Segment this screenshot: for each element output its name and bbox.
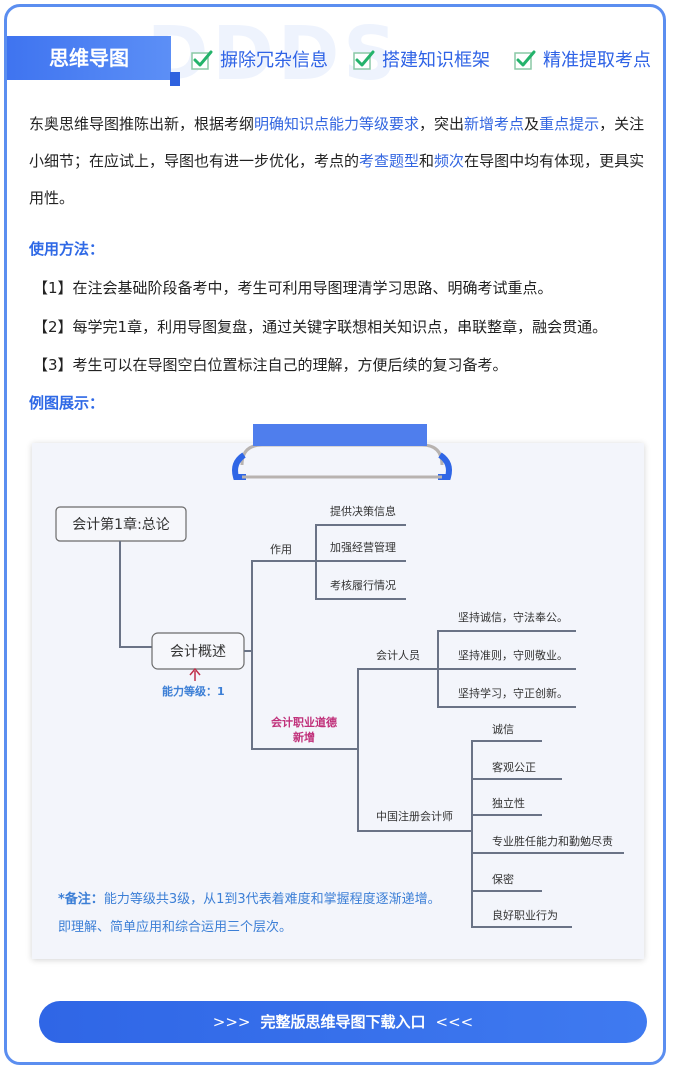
example-mindmap-card: 会计第1章:总论 会计概述 能力等级：1 作用 提供决策信息 加强经营管理 考核… [32, 443, 644, 959]
cta-arrows-left: >>> [212, 1013, 251, 1031]
feature-label: 精准提取考点 [543, 50, 651, 71]
clip-bar [253, 424, 427, 446]
usage-step: 【2】每学完1章，利用导图复盘，通过关键字联想相关知识点，串联整章，融会贯通。 [33, 318, 608, 336]
cta-arrows-right: <<< [435, 1013, 474, 1031]
cpa-item: 良好职业行为 [492, 908, 558, 922]
intro-highlight: 重点提示 [539, 115, 600, 133]
intro-text: 和 [419, 152, 435, 170]
intro-text: ，关注小细节；在应试上，导图也有进一步优化，考点的 [29, 115, 645, 170]
check-icon [514, 50, 536, 70]
feature-item: 摒除冗杂信息 [190, 45, 328, 73]
connector [426, 630, 448, 708]
mindmap-root: 会计第1章:总论 [72, 516, 170, 533]
connector [119, 541, 152, 648]
feature-label: 搭建知识框架 [382, 50, 490, 71]
note-label: *备注： [58, 892, 104, 907]
download-button[interactable]: >>> 完整版思维导图下载入口 <<< [39, 1001, 647, 1043]
feature-item: 搭建知识框架 [352, 45, 490, 73]
usage-step: 【1】在注会基础阶段备考中，考生可利用导图理清学习思路、明确考试重点。 [33, 279, 553, 297]
check-icon [353, 50, 375, 70]
feature-label: 摒除冗杂信息 [220, 50, 328, 71]
cpa-item: 保密 [492, 872, 514, 886]
role-item: 提供决策信息 [330, 504, 396, 518]
cpa: 中国注册会计师 [376, 809, 453, 823]
cpa-item: 诚信 [492, 723, 514, 736]
usage-step: 【3】考生可以在导图空白位置标注自己的理解，方便后续的复习备考。 [33, 356, 508, 374]
ability-level: 能力等级：1 [162, 684, 225, 698]
usage-title: 使用方法： [29, 240, 105, 258]
role-item: 加强经营管理 [330, 540, 396, 554]
mindmap-diagram: 会计第1章:总论 会计概述 能力等级：1 作用 提供决策信息 加强经营管理 考核… [55, 443, 624, 928]
example-title: 例图展示： [29, 394, 105, 412]
connector [354, 668, 426, 832]
connector [244, 560, 306, 652]
accountant-item: 坚持学习，守正创新。 [458, 686, 568, 700]
cpa-item: 独立性 [492, 796, 525, 810]
intro-highlight: 明确知识点能力等级要求 [254, 115, 420, 133]
intro-highlight: 频次 [434, 152, 465, 170]
feature-item: 精准提取考点 [513, 45, 651, 73]
check-icon [191, 50, 213, 70]
cta-label: 完整版思维导图下载入口 [260, 1013, 426, 1031]
intro-text: 东奥思维导图推陈出新，根据考纲 [29, 115, 255, 133]
branch-ethics: 会计职业道德 [271, 715, 337, 729]
branch-role: 作用 [270, 543, 292, 556]
intro-highlight: 新增考点 [464, 115, 525, 133]
cpa-item: 客观公正 [492, 760, 536, 774]
accountant: 会计人员 [376, 649, 420, 662]
section-title-tag: 思维导图 [7, 36, 171, 80]
title-tag-accent [170, 72, 180, 86]
connector [306, 524, 326, 600]
accountant-item: 坚持诚信，守法奉公。 [458, 610, 568, 624]
accountant-item: 坚持准则，守则敬业。 [458, 648, 568, 662]
cpa-item: 专业胜任能力和勤勉尽责 [492, 834, 613, 848]
clip-right [438, 452, 452, 480]
intro-text: 在导图中均有体现，更具实用性。 [29, 152, 645, 207]
intro-highlight: 考查题型 [359, 152, 420, 170]
intro-text: 及 [524, 115, 540, 133]
intro-text: ，突出 [419, 115, 465, 133]
branch-ethics-new: 新增 [293, 730, 315, 744]
clip-handle [240, 443, 444, 466]
connector [426, 740, 482, 928]
note: *备注：能力等级共3级，从1到3代表着难度和掌握程度逐渐递增。即理解、简单应用和… [58, 886, 448, 942]
role-item: 考核履行情况 [330, 578, 396, 592]
page-frame: DDDS 思维导图 摒除冗杂信息 搭建知识框架 精准提取考点 东奥思维导图推陈出… [4, 4, 666, 1065]
note-text: 能力等级共3级，从1到3代表着难度和掌握程度逐渐递增。即理解、简单应用和综合运用… [58, 892, 441, 935]
intro-paragraph: 东奥思维导图推陈出新，根据考纲明确知识点能力等级要求，突出新增考点及重点提示，关… [29, 106, 659, 217]
mindmap-center: 会计概述 [170, 644, 226, 660]
arrow-up-icon [189, 667, 201, 681]
clip-left [232, 452, 246, 480]
